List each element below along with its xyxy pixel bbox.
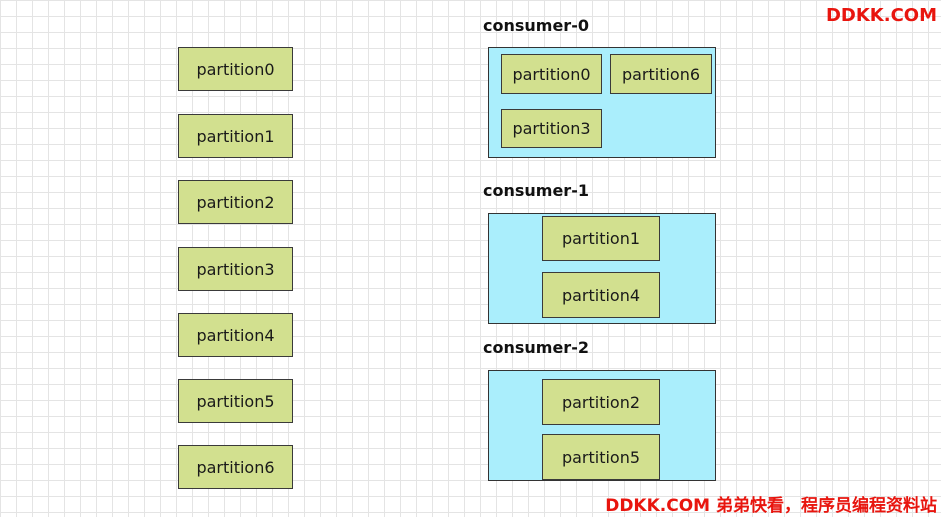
assigned-partition: partition5 (542, 434, 660, 480)
consumer-group-box: partition0 partition6 partition3 (488, 47, 716, 158)
consumer-group-box: partition2 partition5 (488, 370, 716, 481)
partition-node: partition2 (178, 180, 293, 224)
consumer-label: consumer-0 (483, 16, 589, 35)
assigned-partition: partition4 (542, 272, 660, 318)
partition-node: partition5 (178, 379, 293, 423)
watermark-logo: DDKK.COM (825, 5, 937, 26)
consumer-group-box: partition1 partition4 (488, 213, 716, 324)
assigned-partition: partition0 (501, 54, 602, 94)
assigned-partition: partition2 (542, 379, 660, 425)
watermark-caption: DDKK.COM 弟弟快看，程序员编程资料站 (605, 496, 937, 516)
partition-node: partition3 (178, 247, 293, 291)
partition-node: partition4 (178, 313, 293, 357)
consumer-label: consumer-2 (483, 338, 589, 357)
assigned-partition: partition6 (610, 54, 712, 94)
assigned-partition: partition3 (501, 109, 602, 148)
assigned-partition: partition1 (542, 216, 660, 261)
partition-node: partition6 (178, 445, 293, 489)
consumer-label: consumer-1 (483, 181, 589, 200)
partition-node: partition0 (178, 47, 293, 91)
partition-node: partition1 (178, 114, 293, 158)
